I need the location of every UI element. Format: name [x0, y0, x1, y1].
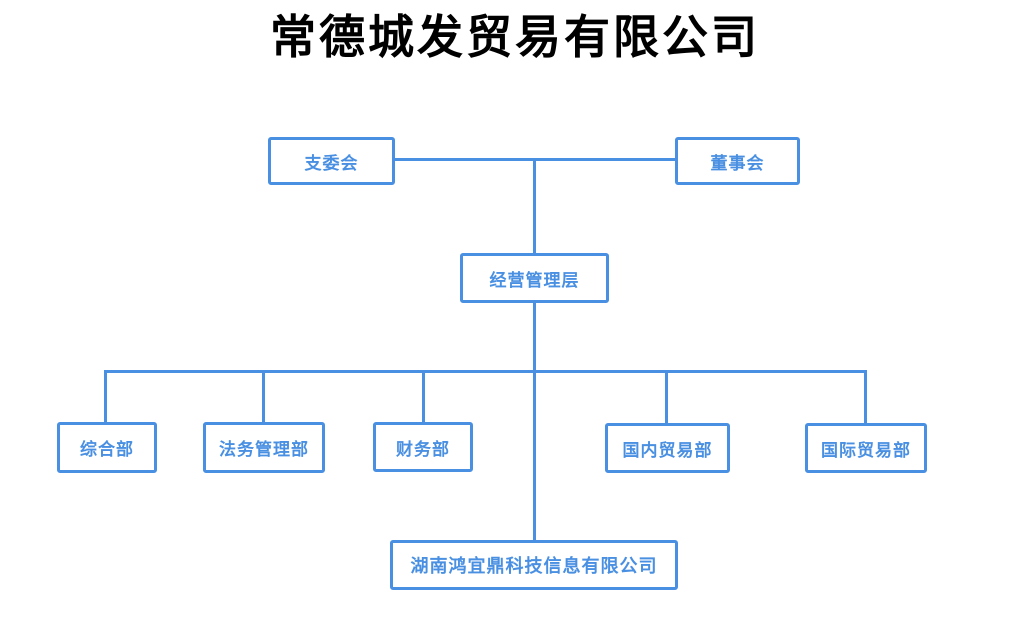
connector-drop-general-department [104, 370, 107, 424]
node-finance-department[interactable]: 财务部 [373, 422, 473, 472]
chart-title: 常德城发贸易有限公司 [270, 12, 760, 63]
node-management-level[interactable]: 经营管理层 [460, 253, 609, 303]
connector-top-to-management-vertical [533, 158, 536, 255]
node-party-branch-committee[interactable]: 支委会 [268, 137, 395, 185]
connector-drop-international-trade [864, 370, 867, 425]
node-general-department[interactable]: 综合部 [57, 422, 157, 473]
connector-drop-finance-department [422, 370, 425, 424]
node-international-trade-department[interactable]: 国际贸易部 [805, 423, 927, 473]
node-domestic-trade-department[interactable]: 国内贸易部 [605, 423, 730, 473]
connector-drop-legal-department [262, 370, 265, 424]
node-board-of-directors[interactable]: 董事会 [675, 137, 800, 185]
node-subsidiary-company[interactable]: 湖南鸿宜鼎科技信息有限公司 [390, 540, 678, 590]
connector-departments-horizontal [104, 370, 867, 373]
connector-management-to-subsidiary-vertical [533, 301, 536, 542]
connector-drop-domestic-trade [665, 370, 668, 425]
node-legal-management-department[interactable]: 法务管理部 [203, 422, 325, 473]
